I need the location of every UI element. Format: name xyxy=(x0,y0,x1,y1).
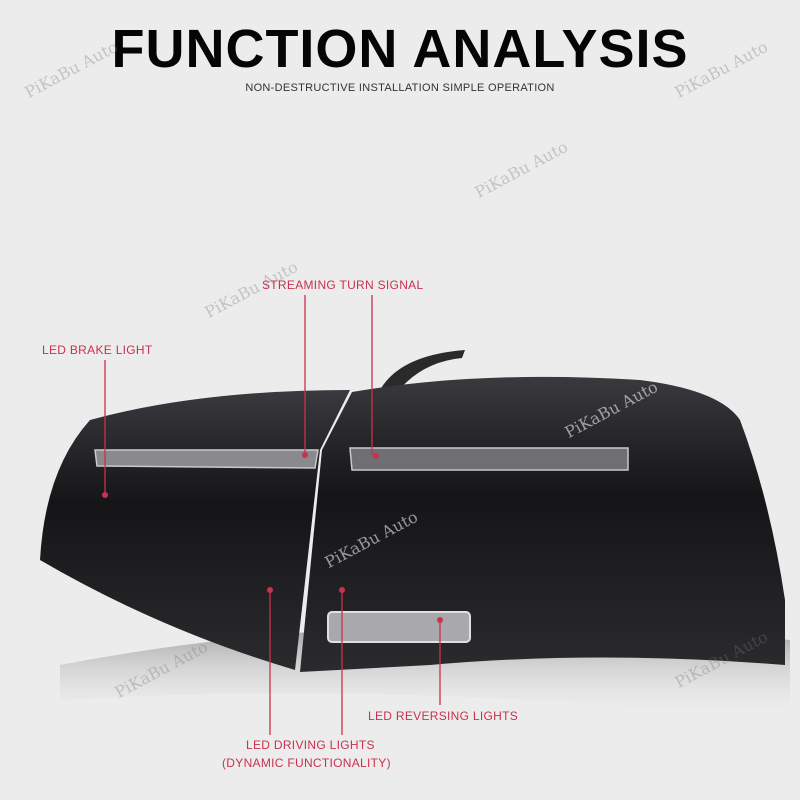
leader-lines xyxy=(104,295,441,735)
label-driving-lights: LED DRIVING LIGHTS xyxy=(246,738,375,752)
left-lamp xyxy=(40,390,350,670)
label-reversing-lights: LED REVERSING LIGHTS xyxy=(368,709,519,723)
page-subtitle: NON-DESTRUCTIVE INSTALLATION SIMPLE OPER… xyxy=(245,82,555,94)
right-turn-bar xyxy=(349,447,629,471)
label-driving-lights-sub: (DYNAMIC FUNCTIONALITY) xyxy=(222,756,391,770)
label-turn-signal: STREAMING TURN SIGNAL xyxy=(262,278,424,292)
page-title: FUNCTION ANALYSIS xyxy=(111,19,689,79)
label-brake-light: LED BRAKE LIGHT xyxy=(42,343,153,357)
leader-dots xyxy=(102,452,443,623)
reversing-lamp xyxy=(327,611,471,643)
wire xyxy=(380,350,465,395)
left-brake-bar xyxy=(94,449,319,469)
